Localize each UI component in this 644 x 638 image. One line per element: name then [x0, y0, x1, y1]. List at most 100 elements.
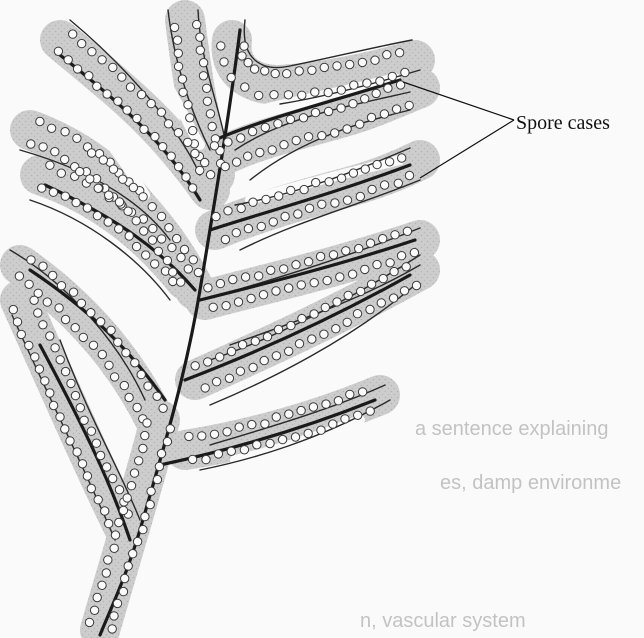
spore-case — [223, 428, 231, 436]
spore-case — [241, 83, 249, 91]
spore-case — [163, 256, 171, 264]
spore-case — [329, 420, 337, 428]
spore-case — [201, 384, 209, 392]
spore-case — [13, 318, 21, 326]
spore-case — [298, 314, 306, 322]
spore-case — [144, 382, 152, 390]
spore-case — [122, 349, 130, 357]
spore-case — [159, 143, 167, 151]
spore-case — [206, 171, 214, 179]
spore-case — [64, 56, 72, 64]
spore-case — [77, 299, 85, 307]
spore-case — [363, 79, 371, 87]
spore-case — [361, 95, 369, 103]
spore-case — [131, 359, 139, 367]
spore-case — [31, 353, 39, 361]
spore-case — [184, 138, 192, 146]
spore-case — [43, 298, 51, 306]
spore-case — [182, 173, 190, 181]
spore-case — [196, 33, 204, 41]
spore-case — [178, 75, 186, 83]
spore-case — [39, 262, 47, 270]
spore-case — [133, 537, 141, 545]
spore-case — [262, 195, 270, 203]
spore-case — [372, 89, 380, 97]
spore-case — [88, 48, 96, 56]
spore-case — [225, 374, 233, 382]
spore-case — [191, 362, 199, 370]
spore-case — [247, 294, 255, 302]
spore-case — [159, 404, 167, 412]
spore-case — [119, 506, 127, 514]
spore-case — [87, 484, 95, 492]
spore-case — [311, 88, 319, 96]
spore-case — [177, 278, 185, 286]
spore-case — [25, 341, 33, 349]
spore-case — [212, 212, 220, 220]
spore-case — [221, 162, 229, 170]
spore-case — [346, 60, 354, 68]
spore-case — [119, 587, 127, 595]
spore-case — [261, 123, 269, 131]
spore-case — [337, 86, 345, 94]
spore-case — [34, 309, 42, 317]
spore-case — [94, 496, 102, 504]
spore-case — [379, 235, 387, 243]
spore-case — [126, 83, 134, 91]
spore-case — [241, 273, 249, 281]
spore-case — [355, 244, 363, 252]
spore-case — [132, 217, 140, 225]
spore-case — [49, 188, 57, 196]
spore-case — [51, 344, 59, 352]
spore-case — [193, 20, 201, 28]
spore-case — [98, 56, 106, 64]
spore-case — [331, 199, 339, 207]
spore-case — [395, 49, 403, 57]
spore-case — [93, 82, 101, 90]
spore-case — [170, 23, 178, 31]
spore-case — [174, 163, 182, 171]
spore-case — [66, 437, 74, 445]
spore-case — [185, 432, 193, 440]
spore-case — [73, 65, 81, 73]
spore-case — [118, 73, 126, 81]
spore-case — [380, 110, 388, 118]
spore-case — [49, 401, 57, 409]
spore-case — [93, 212, 101, 220]
spore-case — [316, 252, 324, 260]
spore-case — [47, 124, 55, 132]
spore-case — [398, 154, 406, 162]
spore-case — [285, 284, 293, 292]
spore-case — [324, 107, 332, 115]
spore-case — [109, 474, 117, 482]
spore-case — [261, 420, 269, 428]
spore-case — [101, 507, 109, 515]
spore-case — [129, 550, 137, 558]
spore-case — [30, 296, 38, 304]
spore-case — [283, 70, 291, 78]
spore-case — [85, 72, 93, 80]
spore-case — [294, 210, 302, 218]
spore-case — [272, 352, 280, 360]
spore-case — [224, 207, 232, 215]
spore-case — [361, 265, 369, 273]
spore-case — [257, 222, 265, 230]
spore-case — [234, 298, 242, 306]
spore-case — [55, 304, 63, 312]
spore-case — [343, 125, 351, 133]
spore-case — [151, 132, 159, 140]
spore-case — [305, 204, 313, 212]
spore-case — [174, 49, 182, 57]
spore-case — [166, 425, 174, 433]
spore-case — [147, 99, 155, 107]
spore-case — [137, 370, 145, 378]
spore-case — [318, 200, 326, 208]
spore-case — [332, 325, 340, 333]
spore-case — [232, 158, 240, 166]
spore-case — [124, 207, 132, 215]
spore-case — [184, 265, 192, 273]
spore-case — [56, 413, 64, 421]
spore-case — [281, 212, 289, 220]
spore-case — [210, 430, 218, 438]
spore-case — [92, 439, 100, 447]
